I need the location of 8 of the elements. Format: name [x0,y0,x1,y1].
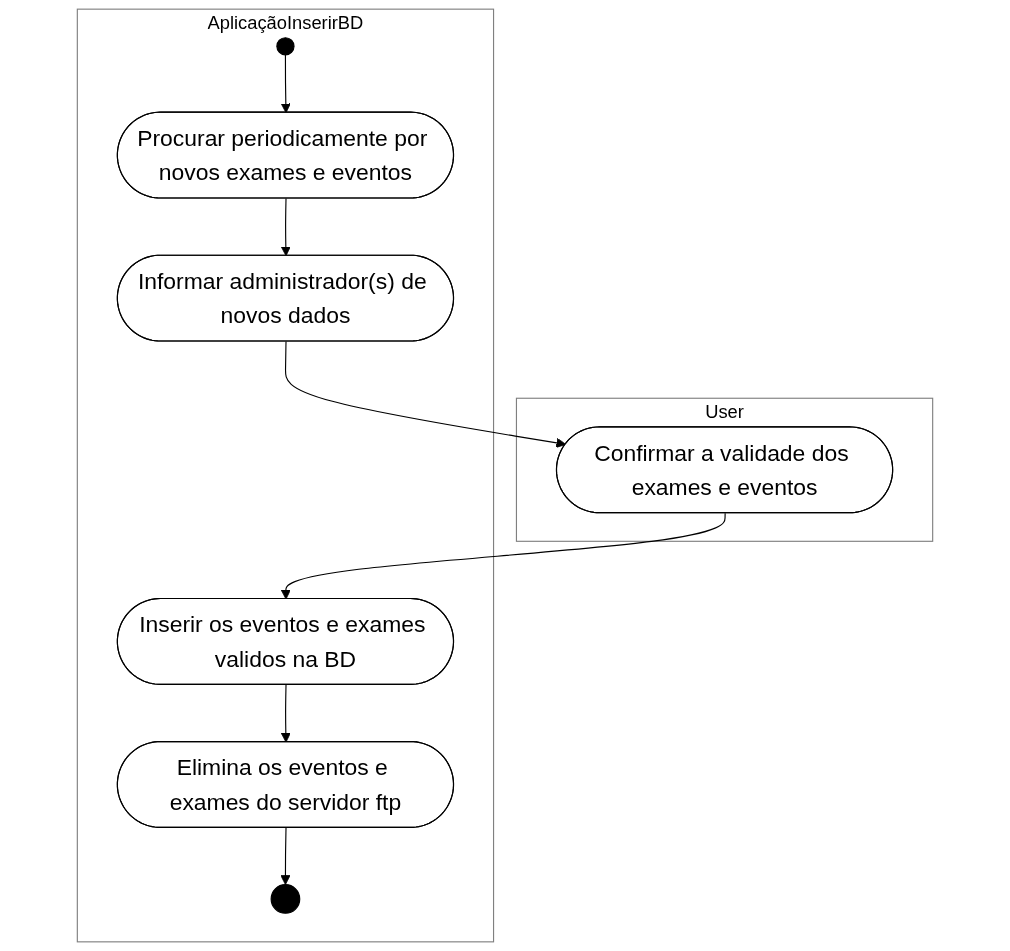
node-circle [270,884,301,914]
arrow [280,198,291,257]
arrow [280,54,291,114]
arrow [280,827,291,886]
arrow [284,341,567,448]
arrow [280,512,726,600]
node-circle [276,37,295,56]
arrow [280,684,291,743]
